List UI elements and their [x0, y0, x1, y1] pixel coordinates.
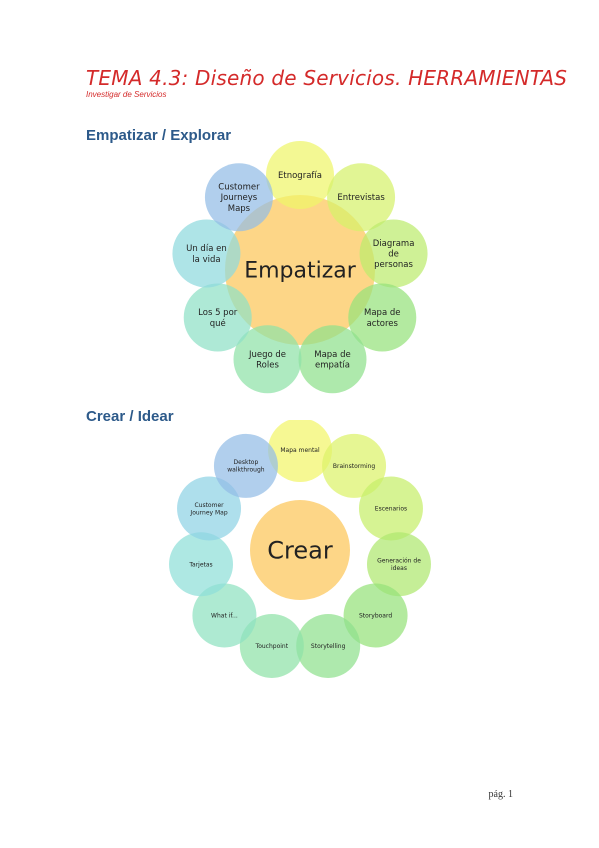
- petal-circle: [327, 163, 396, 232]
- page-number: pág. 1: [488, 789, 513, 800]
- petal-label: Escenarios: [375, 506, 407, 513]
- document-subtitle: Investigar de Servicios: [86, 90, 167, 99]
- center-circle: [225, 195, 375, 345]
- petal-label: Brainstorming: [333, 463, 376, 470]
- petal: Storyboard: [343, 583, 408, 648]
- petal-circle: [192, 583, 257, 648]
- petal-label: Storyboard: [359, 613, 392, 620]
- center-label: Empatizar: [244, 259, 357, 284]
- petal-circle: [266, 141, 334, 209]
- petal-label: Storytelling: [311, 643, 346, 650]
- petal: Brainstorming: [322, 433, 387, 498]
- petal-label: Mapa mental: [280, 447, 320, 454]
- section-heading-crear: Crear / Idear: [86, 408, 174, 425]
- petal-circle: [183, 283, 252, 352]
- petal: Tarjetas: [169, 532, 234, 597]
- petal: Etnografía: [266, 141, 334, 209]
- petal-circle: [366, 532, 431, 597]
- petal-circle: [239, 613, 304, 678]
- petal-circle: [233, 325, 302, 394]
- petal-label: Entrevistas: [337, 193, 385, 203]
- document-title: TEMA 4.3: Diseño de Servicios. HERRAMIEN…: [86, 66, 568, 90]
- petal-circle: [172, 219, 241, 288]
- petal-circle: [204, 163, 273, 232]
- petal-circle: [296, 613, 361, 678]
- petal: Mapa mental: [268, 420, 332, 482]
- petal: Escenarios: [358, 476, 423, 541]
- petal-label: Tarjetas: [188, 561, 212, 568]
- petal-diagram-crear: Mapa mentalBrainstormingEscenariosGenera…: [169, 420, 431, 678]
- petal-circle: [343, 583, 408, 648]
- petal: Touchpoint: [239, 613, 304, 678]
- petal-circle: [358, 476, 423, 541]
- petal: What if...: [192, 583, 257, 648]
- petal-label: What if...: [211, 613, 238, 620]
- petal-circle: [213, 433, 278, 498]
- petal-circle: [348, 283, 417, 352]
- petal-circle: [268, 420, 332, 482]
- petal: Entrevistas: [327, 163, 396, 232]
- petal-circle: [177, 476, 242, 541]
- petal-label: Touchpoint: [255, 643, 289, 650]
- center-circle: [250, 500, 350, 600]
- center-label: Crear: [267, 536, 333, 564]
- petal-circle: [322, 433, 387, 498]
- petal-circle: [298, 325, 367, 394]
- petal-label: Etnografía: [278, 171, 322, 181]
- petal-circle: [359, 219, 428, 288]
- section-heading-empatizar: Empatizar / Explorar: [86, 127, 232, 144]
- petal: Storytelling: [296, 613, 361, 678]
- petal-circle: [169, 532, 234, 597]
